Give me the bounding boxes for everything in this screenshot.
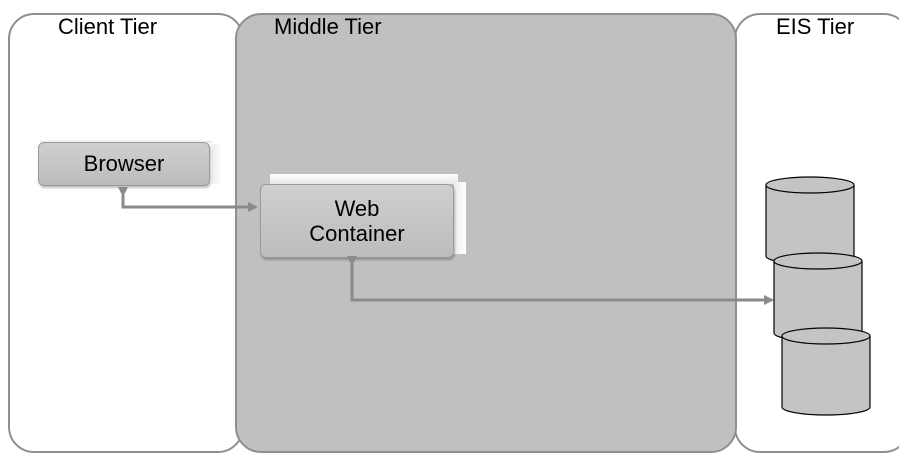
eis-tier-region (734, 13, 899, 453)
client-tier-region (8, 13, 244, 453)
browser-box: Browser (38, 139, 222, 186)
eis-tier-title: EIS Tier (776, 14, 855, 39)
middle-tier-title: Middle Tier (274, 14, 382, 39)
web-container-box: Web Container (260, 174, 466, 258)
three-tier-architecture-diagram: Client Tier Middle Tier EIS Tier Browser… (8, 13, 899, 453)
client-tier-title: Client Tier (58, 14, 158, 39)
web-container-label: Web Container (309, 195, 405, 246)
browser-label: Browser (83, 151, 165, 177)
